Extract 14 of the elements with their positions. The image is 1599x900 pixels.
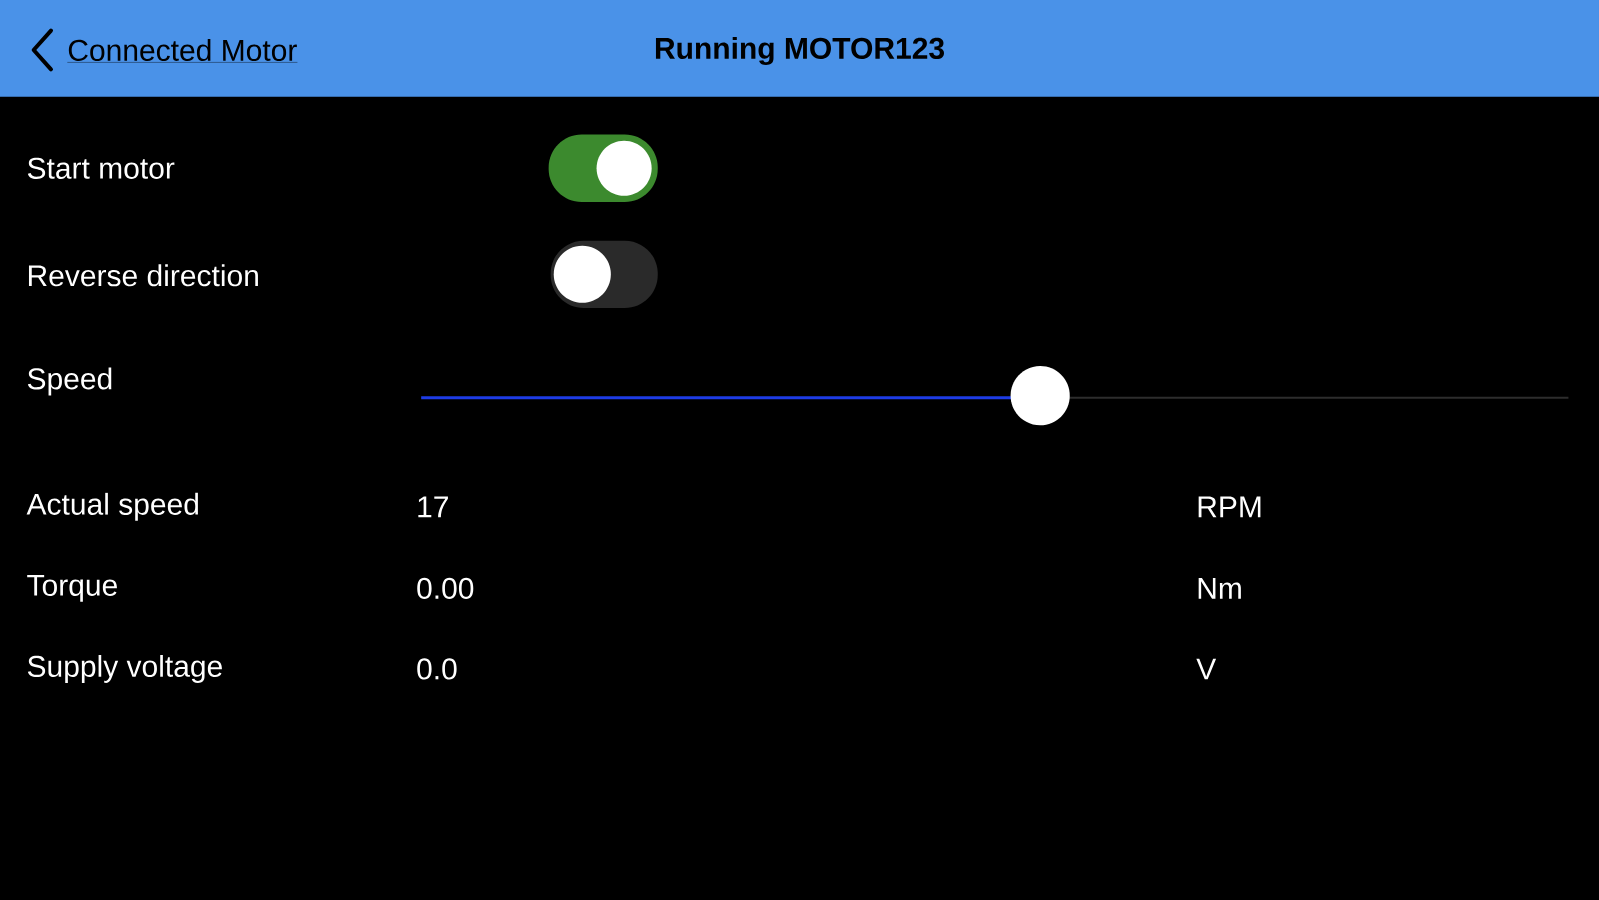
field-label: Reverse direction bbox=[29, 264, 258, 287]
unit-text: RPM bbox=[1198, 496, 1261, 517]
field-label: Start motor bbox=[27, 157, 175, 179]
back-link: Connected Motor bbox=[67, 38, 298, 63]
value-text: 0.0 bbox=[417, 658, 457, 680]
unit-text: Nm bbox=[1198, 577, 1241, 599]
field-label: Actual speed bbox=[26, 492, 198, 521]
unit-text: V bbox=[1196, 658, 1217, 680]
value-text: 17 bbox=[418, 496, 448, 517]
field-label: Speed bbox=[27, 367, 112, 396]
title-text: Running MOTOR123 bbox=[655, 36, 944, 65]
value-text: 0.00 bbox=[417, 577, 474, 599]
field-label: Torque bbox=[27, 574, 117, 602]
field-label: Supply voltage bbox=[27, 654, 222, 683]
